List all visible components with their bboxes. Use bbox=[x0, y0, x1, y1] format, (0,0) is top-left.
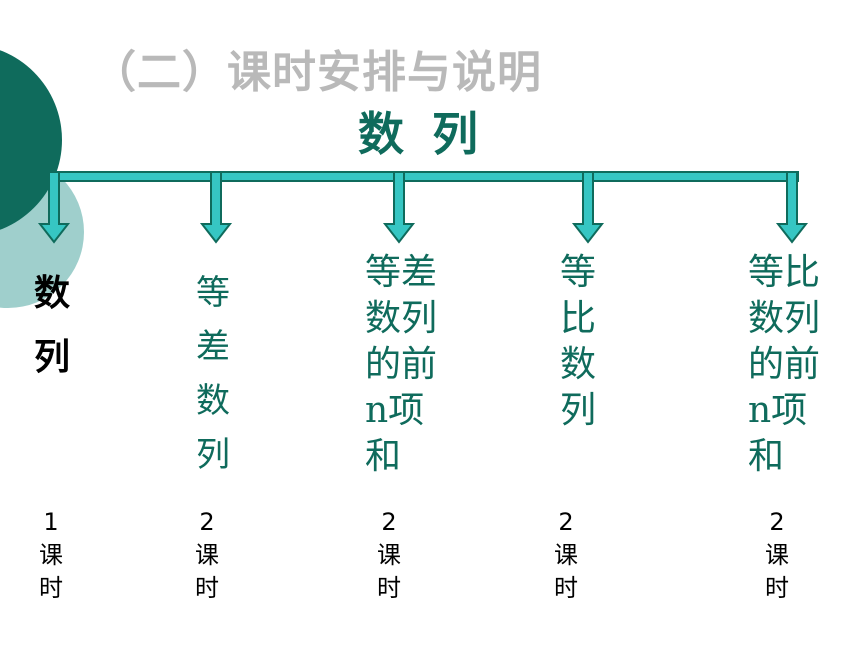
node-arithmetic-sum: 等差数列的前n项和 bbox=[365, 252, 438, 477]
lessons-1: 1 课时 bbox=[36, 506, 66, 605]
lesson-unit: 课时 bbox=[554, 541, 578, 602]
lesson-count: 2 bbox=[381, 508, 397, 536]
arrow-4 bbox=[571, 171, 605, 244]
node-geometric-sequence: 等比数列 bbox=[560, 252, 597, 431]
lesson-count: 2 bbox=[769, 508, 785, 536]
lesson-unit: 课时 bbox=[195, 541, 219, 602]
arrow-1 bbox=[37, 171, 71, 244]
arrow-2 bbox=[199, 171, 233, 244]
horizontal-bar bbox=[47, 171, 799, 182]
lesson-unit: 课时 bbox=[765, 541, 789, 602]
arrow-5 bbox=[775, 171, 809, 244]
tree-connectors bbox=[37, 171, 809, 244]
lesson-unit: 课时 bbox=[377, 541, 401, 602]
node-arithmetic-sequence: 等差数列 bbox=[196, 273, 230, 475]
decorative-circles bbox=[0, 50, 84, 308]
lessons-2: 2 课时 bbox=[192, 506, 222, 605]
node-geometric-sum: 等比数列的前n项和 bbox=[748, 252, 821, 477]
lessons-4: 2 课时 bbox=[551, 506, 581, 605]
lesson-count: 2 bbox=[558, 508, 574, 536]
arrow-3 bbox=[382, 171, 416, 244]
lesson-count: 2 bbox=[199, 508, 215, 536]
root-title: 数 列 bbox=[358, 107, 485, 161]
lessons-3: 2 课时 bbox=[374, 506, 404, 605]
dark-circle bbox=[0, 50, 62, 230]
page-heading: （二）课时安排与说明 bbox=[92, 47, 542, 98]
node-sequence: 数列 bbox=[33, 273, 70, 378]
lesson-count: 1 bbox=[43, 508, 59, 536]
lessons-5: 2 课时 bbox=[762, 506, 792, 605]
lesson-unit: 课时 bbox=[39, 541, 63, 602]
